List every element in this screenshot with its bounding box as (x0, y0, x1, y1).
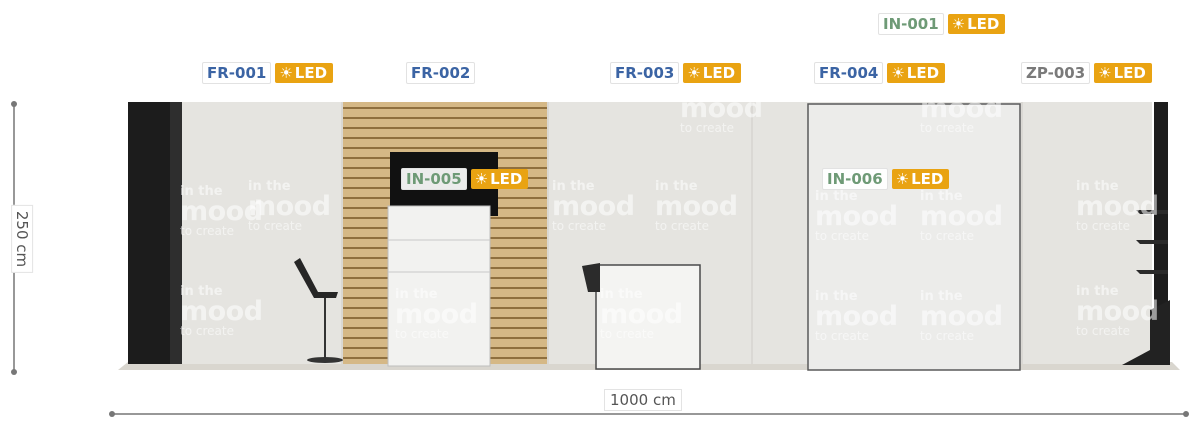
right-column (1154, 102, 1168, 364)
sun-icon: ☀ (895, 170, 910, 188)
led-badge: ☀LED (683, 63, 742, 83)
sun-icon: ☀ (1098, 64, 1112, 82)
led-badge: ☀LED (275, 63, 334, 83)
width-dimension-label: 1000 cm (604, 389, 682, 411)
sun-icon: ☀ (687, 64, 701, 82)
tag-code: FR-003 (610, 62, 680, 84)
tag-zp-003[interactable]: ZP-003 ☀LED (1021, 62, 1152, 84)
tag-code: IN-005 (401, 168, 467, 190)
tag-fr-004[interactable]: FR-004 ☀LED (814, 62, 946, 84)
tag-code: ZP-003 (1021, 62, 1091, 84)
tag-fr-003[interactable]: FR-003 ☀LED (610, 62, 742, 84)
led-badge: ☀LED (891, 169, 950, 189)
tag-in-005[interactable]: IN-005 ☀LED (401, 168, 529, 190)
tag-code: IN-001 (878, 13, 944, 35)
partition-panel (807, 103, 1021, 371)
sun-icon: ☀ (891, 64, 905, 82)
sun-icon: ☀ (951, 15, 966, 33)
tag-code: FR-002 (406, 62, 476, 84)
tag-in-001[interactable]: IN-001 ☀LED (878, 13, 1006, 35)
cabinet (387, 205, 491, 367)
sun-icon: ☀ (474, 170, 489, 188)
tag-code: IN-006 (822, 168, 888, 190)
bar-stool (294, 258, 338, 298)
tag-code: FR-004 (814, 62, 884, 84)
led-badge: ☀LED (470, 169, 529, 189)
tag-fr-001[interactable]: FR-001 ☀LED (202, 62, 334, 84)
led-badge: ☀LED (1094, 63, 1152, 83)
counter (595, 264, 701, 370)
height-dimension-label: 250 cm (11, 204, 34, 274)
led-badge: ☀LED (947, 14, 1006, 34)
tag-code: FR-001 (202, 62, 272, 84)
tag-fr-002[interactable]: FR-002 (406, 62, 476, 84)
tag-in-006[interactable]: IN-006 ☀LED (822, 168, 950, 190)
led-badge: ☀LED (887, 63, 946, 83)
sun-icon: ☀ (279, 64, 293, 82)
